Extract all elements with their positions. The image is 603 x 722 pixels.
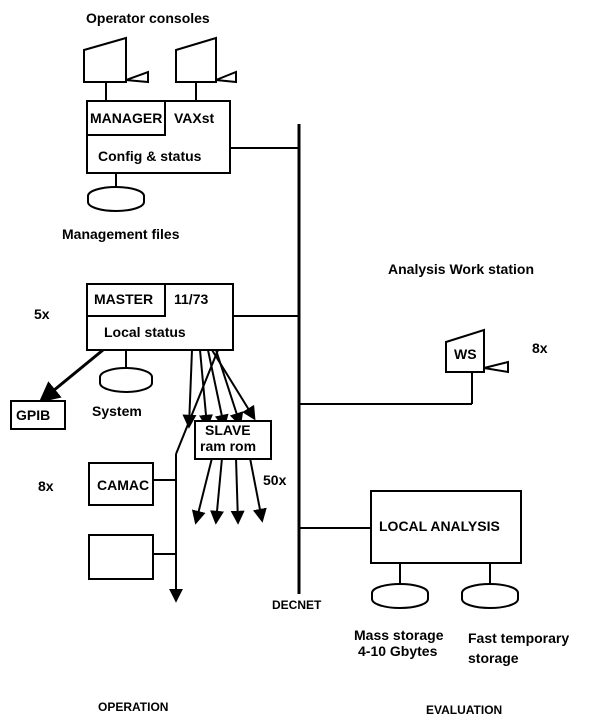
- fast-storage-label-line1: Fast temporary: [468, 630, 570, 646]
- mass-storage-label-line1: Mass storage: [354, 627, 444, 643]
- master-count-label: 5x: [34, 306, 50, 322]
- master-cpu-label: 11/73: [174, 291, 209, 307]
- gpib-label: GPIB: [16, 407, 51, 423]
- vaxst-label: VAXst: [174, 110, 215, 126]
- ws-label: WS: [454, 346, 477, 362]
- decnet-label: DECNET: [272, 598, 322, 612]
- operator-console-icon-1: [83, 36, 149, 100]
- operator-console-icon-2: [175, 36, 237, 100]
- manager-cell: [86, 100, 166, 136]
- operator-consoles-label: Operator consoles: [86, 10, 210, 26]
- management-files-disk-icon: [87, 174, 145, 212]
- local-status-label: Local status: [104, 324, 186, 340]
- local-analysis-box: [370, 490, 522, 564]
- management-files-label: Management files: [62, 226, 180, 242]
- system-disk-icon: [99, 350, 153, 393]
- slave-count-label: 50x: [263, 472, 287, 488]
- operation-label: OPERATION: [98, 700, 169, 714]
- config-status-label: Config & status: [98, 148, 202, 164]
- local-analysis-label: LOCAL ANALYSIS: [379, 518, 500, 534]
- master-cell: [86, 283, 166, 317]
- master-label: MASTER: [94, 291, 154, 307]
- fast-storage-label-line2: storage: [468, 650, 519, 666]
- gpib-box: [10, 400, 66, 430]
- ws-count-label: 8x: [532, 340, 548, 356]
- evaluation-label: EVALUATION: [426, 703, 503, 717]
- mass-storage-label-line2: 4-10 Gbytes: [358, 643, 438, 659]
- camac-box: [88, 462, 154, 506]
- analysis-workstation-label: Analysis Work station: [388, 261, 535, 277]
- camac-crate-box: [88, 534, 154, 580]
- manager-label: MANAGER: [90, 110, 163, 126]
- slave-mem-label: ram rom: [200, 438, 257, 454]
- slave-box: [194, 420, 272, 460]
- fast-storage-disk-icon: [461, 563, 519, 609]
- slave-label: SLAVE: [205, 422, 251, 438]
- system-label: System: [92, 403, 142, 419]
- camac-count-label: 8x: [38, 478, 54, 494]
- ws-terminal-icon: [445, 328, 509, 374]
- camac-label: CAMAC: [97, 477, 150, 493]
- mass-storage-disk-icon: [371, 563, 429, 609]
